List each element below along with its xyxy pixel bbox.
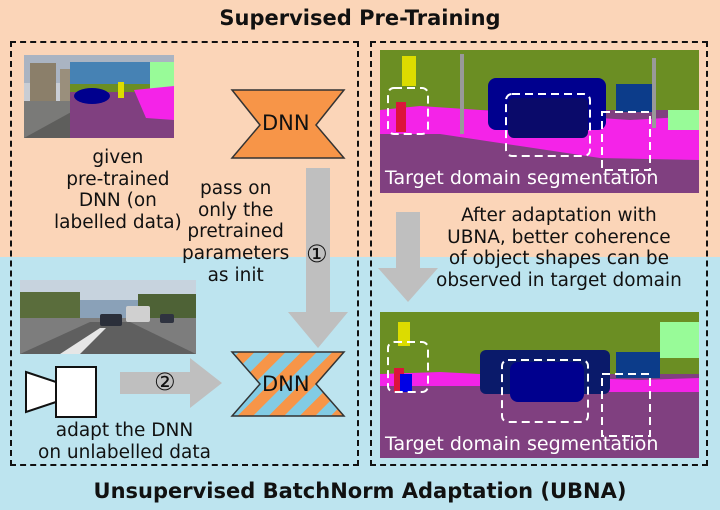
init-transfer-arrow xyxy=(288,168,348,348)
target-domain-image xyxy=(20,280,196,354)
dnn-hourglass-icon xyxy=(230,89,346,159)
dnn-top-label: DNN xyxy=(262,111,310,135)
adapt-caption: adapt the DNN on unlabelled data xyxy=(38,420,211,463)
supervised-title: Supervised Pre-Training xyxy=(219,6,501,30)
source-domain-label-map xyxy=(70,62,174,138)
pass-on-text: pass on only the pretrained parameters a… xyxy=(182,178,290,286)
improvement-arrow xyxy=(378,212,438,302)
camera-icon xyxy=(25,366,97,418)
segmentation-after xyxy=(380,312,699,458)
dnn-hourglass-striped-icon xyxy=(230,351,346,417)
segmentation-before xyxy=(380,50,699,193)
segmentation-before-caption: Target domain segmentation xyxy=(385,167,659,189)
ubna-title: Unsupervised BatchNorm Adaptation (UBNA) xyxy=(93,479,627,503)
dnn-bottom-label: DNN xyxy=(262,372,310,396)
right-panel-frame xyxy=(370,41,708,466)
adaptation-arrow xyxy=(120,358,222,408)
pretrained-caption: given pre-trained DNN (on labelled data) xyxy=(54,147,182,233)
after-adaptation-text: After adaptation with UBNA, better coher… xyxy=(436,205,682,291)
segmentation-after-caption: Target domain segmentation xyxy=(385,433,659,455)
step-two-marker: ② xyxy=(154,368,176,396)
left-panel-frame xyxy=(10,41,359,466)
step-one-marker: ① xyxy=(306,240,328,268)
